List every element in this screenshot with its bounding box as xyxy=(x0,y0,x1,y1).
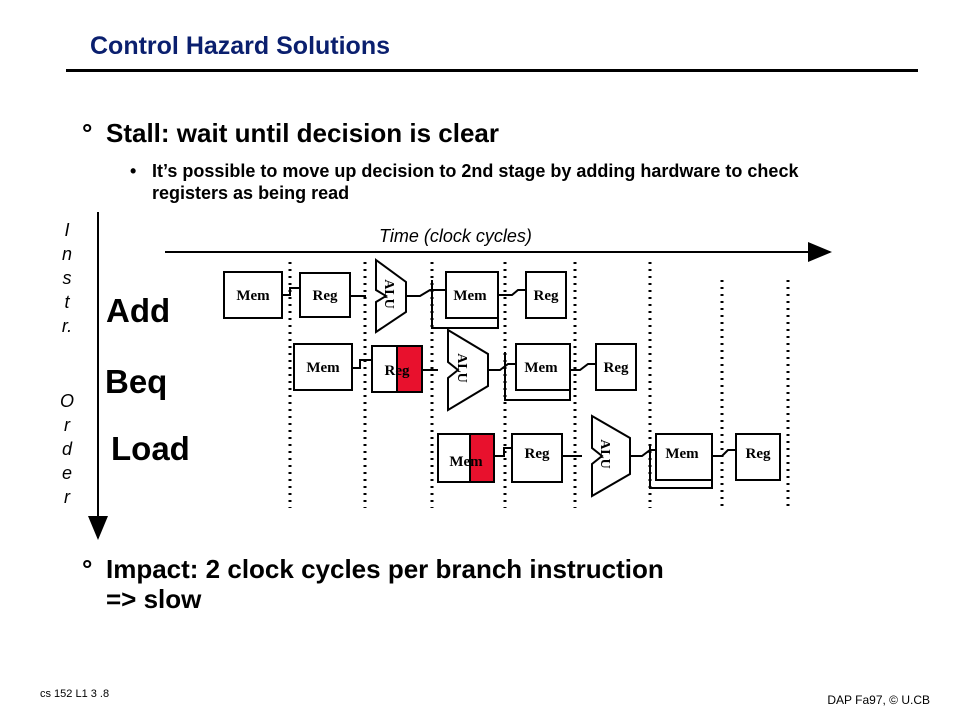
time-axis-label: Time (clock cycles) xyxy=(379,226,532,246)
order-letter: I xyxy=(64,220,70,240)
order-letter: d xyxy=(61,439,72,459)
title-underline xyxy=(66,69,918,72)
instruction-load: Load xyxy=(111,430,190,467)
order-letter: t xyxy=(64,292,70,312)
stall-highlight xyxy=(469,433,495,483)
bullet-stall-text: Stall: wait until decision is clear xyxy=(106,118,499,148)
reg-stage-label: Reg xyxy=(746,446,771,462)
alu-stage-shape xyxy=(591,414,631,498)
reg-stage-box xyxy=(511,433,563,483)
mem-stage-box xyxy=(223,271,283,319)
mem-stage-box xyxy=(655,433,713,481)
order-letter: O xyxy=(60,391,75,411)
bullet-impact-line2: => slow xyxy=(106,584,202,614)
mem-stage-label: Mem xyxy=(449,454,483,470)
mem-stage-label: Mem xyxy=(524,360,558,376)
alu-stage-shape xyxy=(447,328,489,412)
mem-stage-box xyxy=(293,343,353,391)
footer-credit: DAP Fa97, © U.CB xyxy=(827,693,930,707)
reg-stage-box xyxy=(525,271,567,319)
alu-stage-label: ALU xyxy=(454,353,469,383)
reg-stage-box xyxy=(299,272,351,318)
order-letter: r xyxy=(64,415,70,435)
instruction-beq: Beq xyxy=(105,363,168,400)
reg-stage-label: Reg xyxy=(534,288,559,304)
reg-stage-label: Reg xyxy=(525,446,550,462)
sub-bullet: • It’s possible to move up decision to 2… xyxy=(130,160,810,204)
reg-stage-label: Reg xyxy=(385,363,410,379)
pipeline-row-beq: Mem Reg ALU Mem Reg xyxy=(293,328,637,412)
reg-stage-box xyxy=(595,343,637,391)
alu-stage-label: ALU xyxy=(381,279,396,309)
order-letter: e xyxy=(61,463,72,483)
alu-stage-label: ALU xyxy=(597,439,612,469)
order-letter: r xyxy=(64,487,70,507)
mem-stage-label: Mem xyxy=(236,288,270,304)
pipeline-row-add: Mem Reg ALU Mem Reg xyxy=(223,258,567,334)
reg-stage-box xyxy=(735,433,781,481)
bullet-marker: ° xyxy=(82,118,93,148)
order-letter: r. xyxy=(61,316,73,336)
order-letter: s xyxy=(62,268,72,288)
mem-stage-box xyxy=(515,343,571,391)
alu-stage-shape xyxy=(375,258,407,334)
reg-stage-label: Reg xyxy=(313,288,338,304)
bullet-impact: ° Impact: 2 clock cycles per branch instr… xyxy=(82,554,664,614)
reg-stage-label: Reg xyxy=(604,360,629,376)
order-letter: n xyxy=(61,244,72,264)
bullet-marker: ° xyxy=(82,554,93,584)
pipeline-row-load: Mem Reg ALU Mem Reg xyxy=(437,414,781,498)
bullet-stall: ° Stall: wait until decision is clear xyxy=(82,118,499,149)
sub-bullet-marker: • xyxy=(130,161,137,181)
instruction-add: Add xyxy=(106,292,171,329)
bullet-impact-line1: Impact: 2 clock cycles per branch instru… xyxy=(106,554,664,584)
sub-bullet-text: It’s possible to move up decision to 2nd… xyxy=(152,161,799,203)
mem-stage-label: Mem xyxy=(453,288,487,304)
footer-course-label: cs 152 L1 3 .8 xyxy=(40,688,110,700)
mem-stage-label: Mem xyxy=(306,360,340,376)
mem-stage-box xyxy=(445,271,499,319)
mem-stage-label: Mem xyxy=(665,446,699,462)
slide-title: Control Hazard Solutions xyxy=(90,32,390,60)
